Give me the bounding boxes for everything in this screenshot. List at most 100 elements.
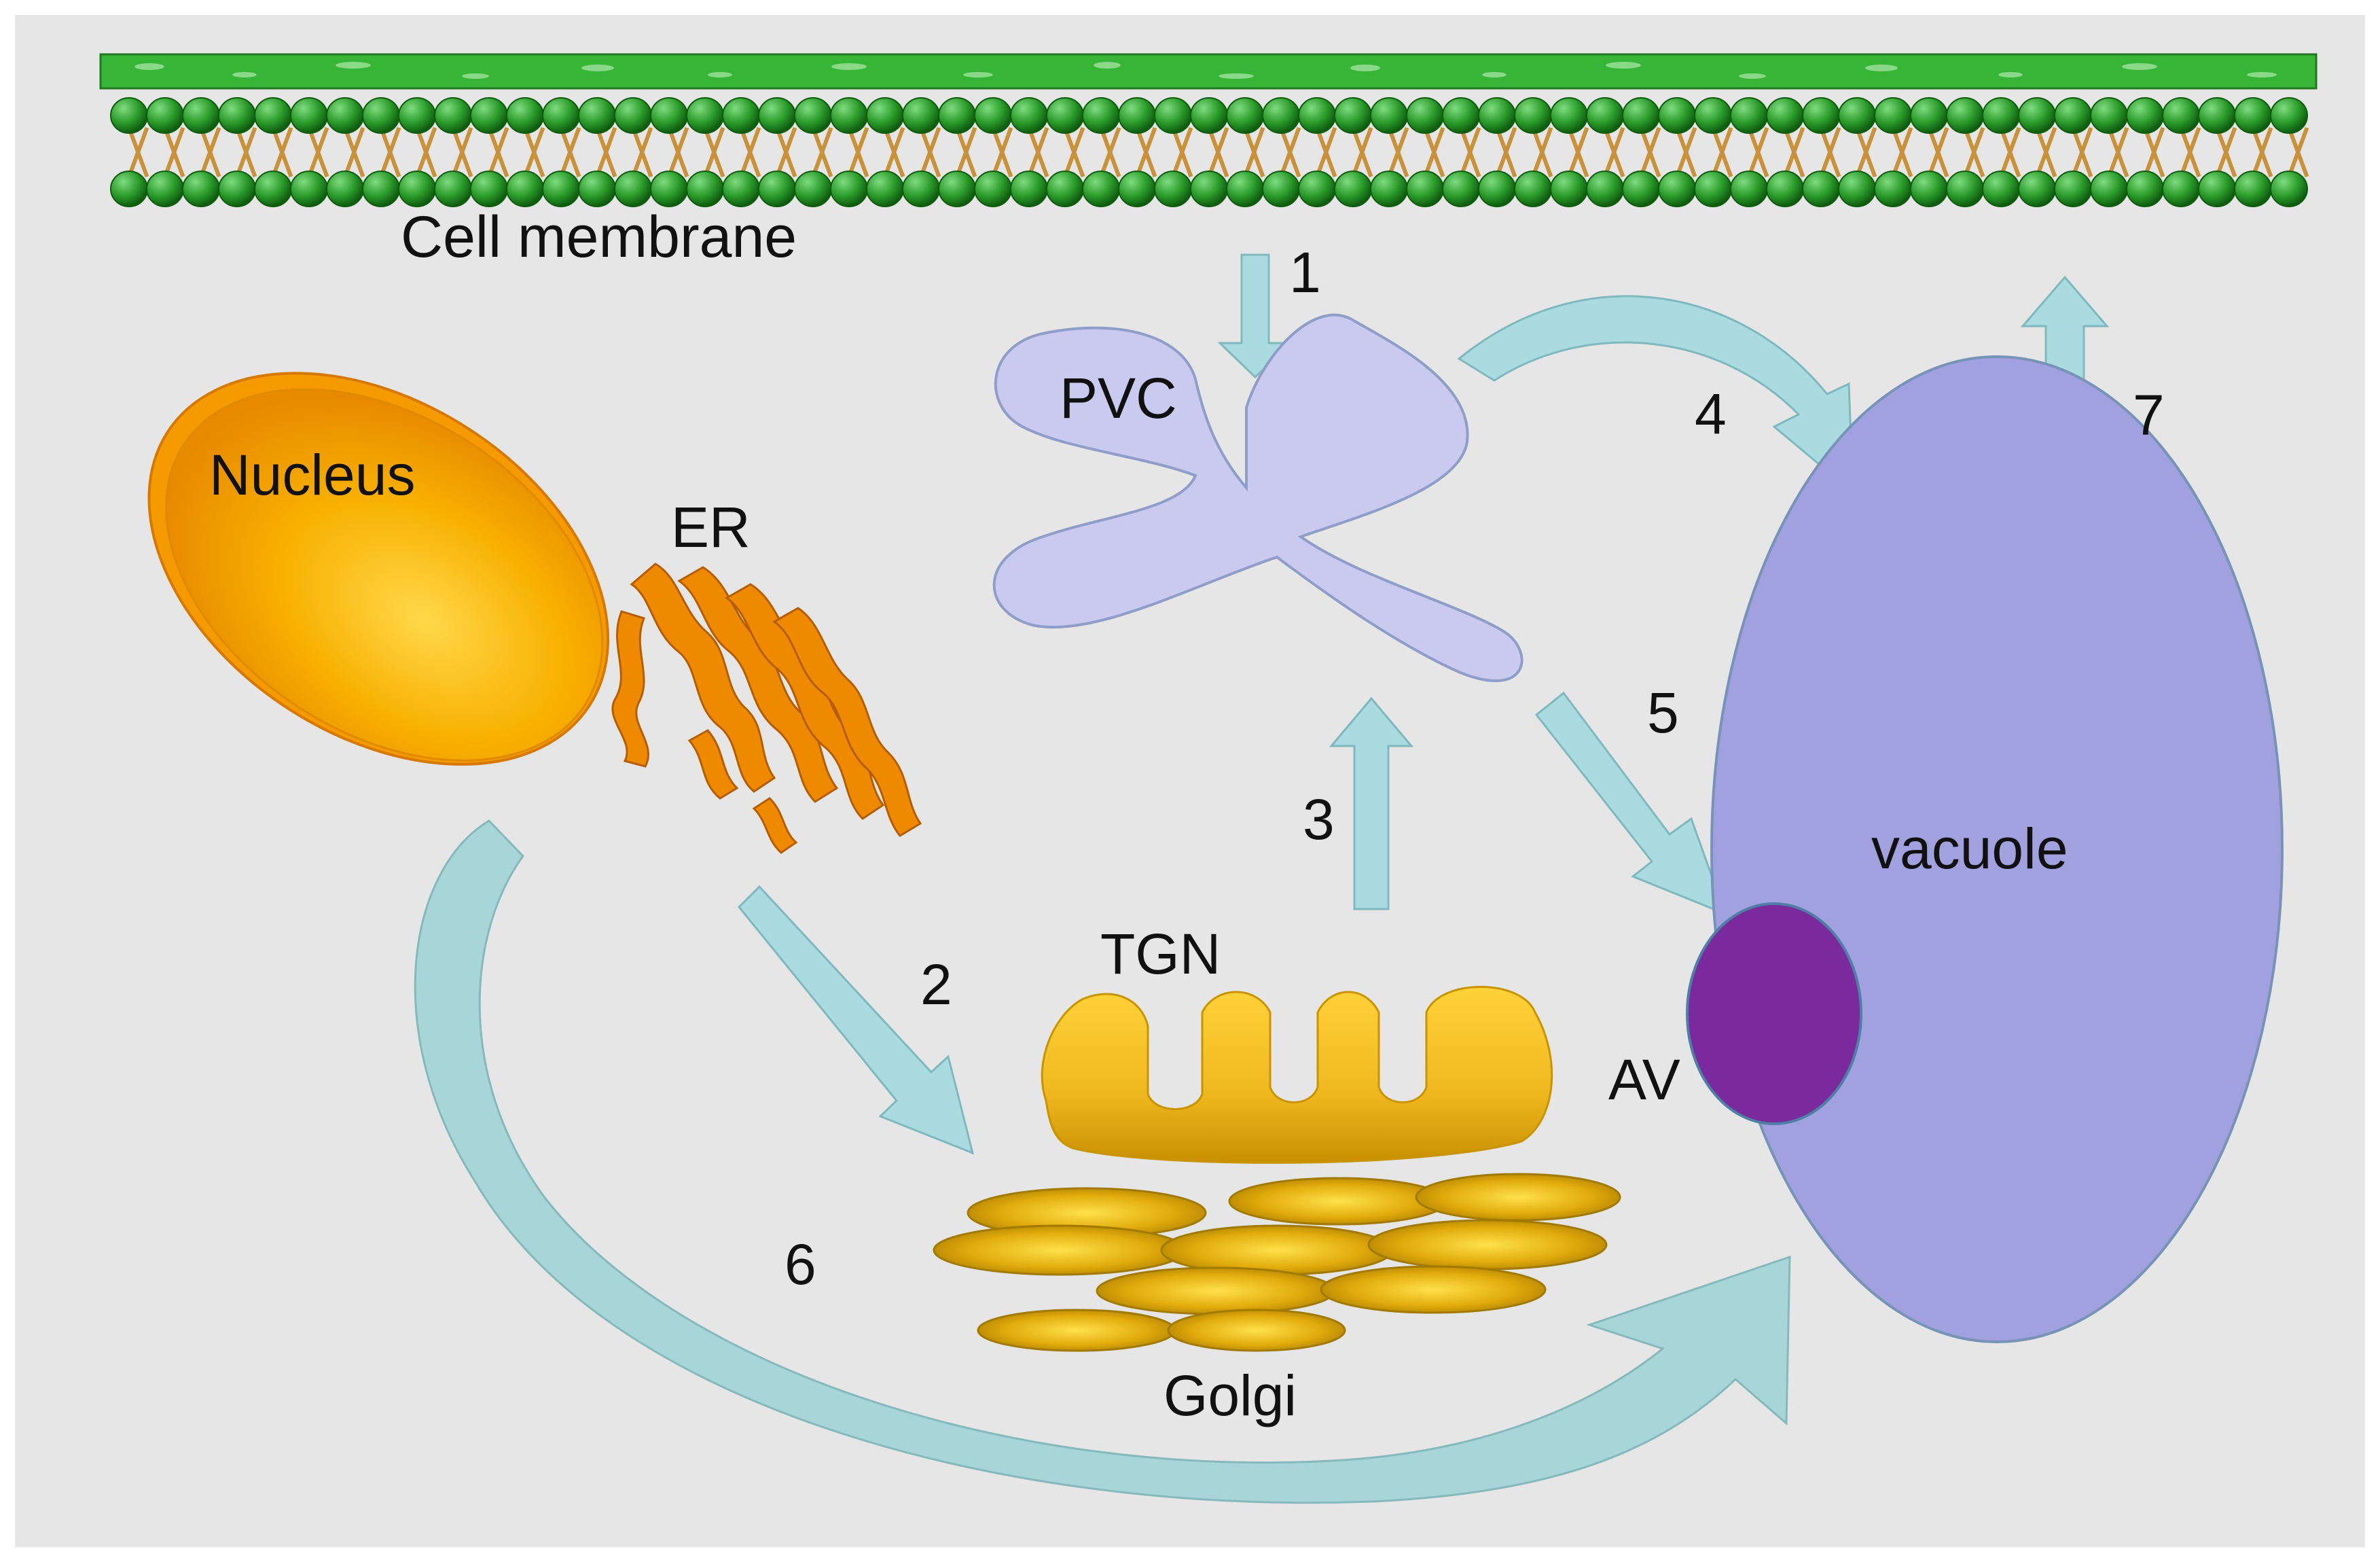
lipid-head bbox=[1298, 97, 1336, 134]
lipid-tail bbox=[919, 126, 941, 178]
lipid-head bbox=[110, 171, 148, 207]
lipid-tail bbox=[703, 126, 725, 178]
lipid-head bbox=[1838, 171, 1876, 207]
lipid-tail bbox=[307, 126, 329, 178]
lipid-head bbox=[326, 97, 364, 134]
lipid-head bbox=[1550, 171, 1588, 207]
lipid-head bbox=[290, 171, 328, 207]
lipid-tail bbox=[1459, 126, 1481, 178]
lipid-head bbox=[1982, 171, 2020, 207]
lipid-head bbox=[1514, 97, 1552, 134]
lipid-tail bbox=[199, 126, 221, 178]
pathway-number-4: 4 bbox=[1695, 382, 1727, 446]
lipid-head bbox=[1694, 97, 1732, 134]
lipid-head bbox=[110, 97, 148, 134]
lipid-tail bbox=[847, 126, 869, 178]
golgi-cisterna bbox=[977, 1309, 1176, 1352]
lipid-head bbox=[506, 171, 544, 207]
lipid-head bbox=[1262, 171, 1300, 207]
lipid-head bbox=[650, 97, 688, 134]
lipid-head bbox=[938, 97, 976, 134]
lipid-tail bbox=[631, 126, 653, 178]
lipid-head bbox=[2126, 171, 2164, 207]
lipid-head bbox=[254, 97, 292, 134]
lipid-head bbox=[1226, 97, 1264, 134]
lipid-tail bbox=[1783, 126, 1805, 178]
lipid-head bbox=[2198, 171, 2236, 207]
av-label: AV bbox=[1608, 1048, 1680, 1112]
nucleus bbox=[147, 372, 610, 766]
lipid-tail bbox=[2215, 126, 2237, 178]
golgi-cisterna bbox=[1367, 1219, 1608, 1271]
lipid-tail bbox=[595, 126, 617, 178]
lipid-head bbox=[722, 97, 760, 134]
lipid-head bbox=[794, 171, 832, 207]
lipid-head bbox=[434, 97, 472, 134]
lipid-tail bbox=[1243, 126, 1265, 178]
lipid-head bbox=[758, 97, 796, 134]
lipid-head bbox=[614, 97, 652, 134]
lipid-head bbox=[1766, 171, 1804, 207]
lipid-head bbox=[2018, 171, 2056, 207]
endoplasmic-reticulum bbox=[611, 563, 922, 854]
lipid-head bbox=[182, 171, 220, 207]
lipid-head bbox=[1874, 97, 1912, 134]
lipid-tail bbox=[991, 126, 1013, 178]
lipid-head bbox=[146, 171, 184, 207]
lipid-tail bbox=[559, 126, 581, 178]
lipid-head bbox=[1082, 171, 1120, 207]
lipid-tail bbox=[1711, 126, 1733, 178]
lipid-tail bbox=[1675, 126, 1697, 178]
lipid-tail bbox=[1891, 126, 1913, 178]
lipid-tail bbox=[955, 126, 977, 178]
arrow-pathway-3 bbox=[1329, 696, 1414, 910]
lipid-head bbox=[182, 97, 220, 134]
lipid-tail bbox=[1279, 126, 1301, 178]
lipid-tail bbox=[1927, 126, 1949, 178]
pathway-number-5: 5 bbox=[1647, 681, 1679, 745]
lipid-head bbox=[2270, 97, 2308, 134]
lipid-tail bbox=[1603, 126, 1625, 178]
lipid-head bbox=[2270, 171, 2308, 207]
lipid-tail bbox=[1855, 126, 1877, 178]
lipid-tail bbox=[2143, 126, 2165, 178]
lipid-head bbox=[506, 97, 544, 134]
lipid-head bbox=[1406, 97, 1444, 134]
lipid-tail bbox=[1495, 126, 1517, 178]
lipid-head bbox=[794, 97, 832, 134]
lipid-head bbox=[1982, 97, 2020, 134]
lipid-tail bbox=[1315, 126, 1337, 178]
lipid-head bbox=[146, 97, 184, 134]
autophagic-vacuole bbox=[1686, 902, 1862, 1125]
lipid-head bbox=[1010, 97, 1048, 134]
lipid-head bbox=[758, 171, 796, 207]
lipid-head bbox=[2018, 97, 2056, 134]
arrow-pathway-2 bbox=[737, 885, 975, 1155]
lipid-head bbox=[398, 97, 436, 134]
lipid-head bbox=[614, 171, 652, 207]
lipid-tail bbox=[2035, 126, 2057, 178]
lipid-head bbox=[1730, 171, 1768, 207]
lipid-head bbox=[830, 171, 868, 207]
pvc bbox=[992, 313, 1523, 682]
lipid-head bbox=[2234, 171, 2272, 207]
lipid-head bbox=[2162, 97, 2200, 134]
lipid-head bbox=[1514, 171, 1552, 207]
lipid-tail bbox=[2251, 126, 2273, 178]
lipid-head bbox=[1478, 171, 1516, 207]
lipid-head bbox=[686, 171, 724, 207]
lipid-head bbox=[1946, 97, 1984, 134]
lipid-head bbox=[2054, 97, 2092, 134]
pathway-number-6: 6 bbox=[785, 1232, 816, 1296]
golgi-label: Golgi bbox=[1164, 1364, 1297, 1427]
lipid-head bbox=[650, 171, 688, 207]
lipid-head bbox=[1730, 97, 1768, 134]
lipid-tail bbox=[343, 126, 365, 178]
lipid-head bbox=[1658, 171, 1696, 207]
lipid-head bbox=[290, 97, 328, 134]
lipid-head bbox=[1298, 171, 1336, 207]
tgn-label: TGN bbox=[1100, 922, 1221, 986]
lipid-tail bbox=[523, 126, 545, 178]
lipid-head bbox=[1550, 97, 1588, 134]
lipid-tail bbox=[235, 126, 257, 178]
